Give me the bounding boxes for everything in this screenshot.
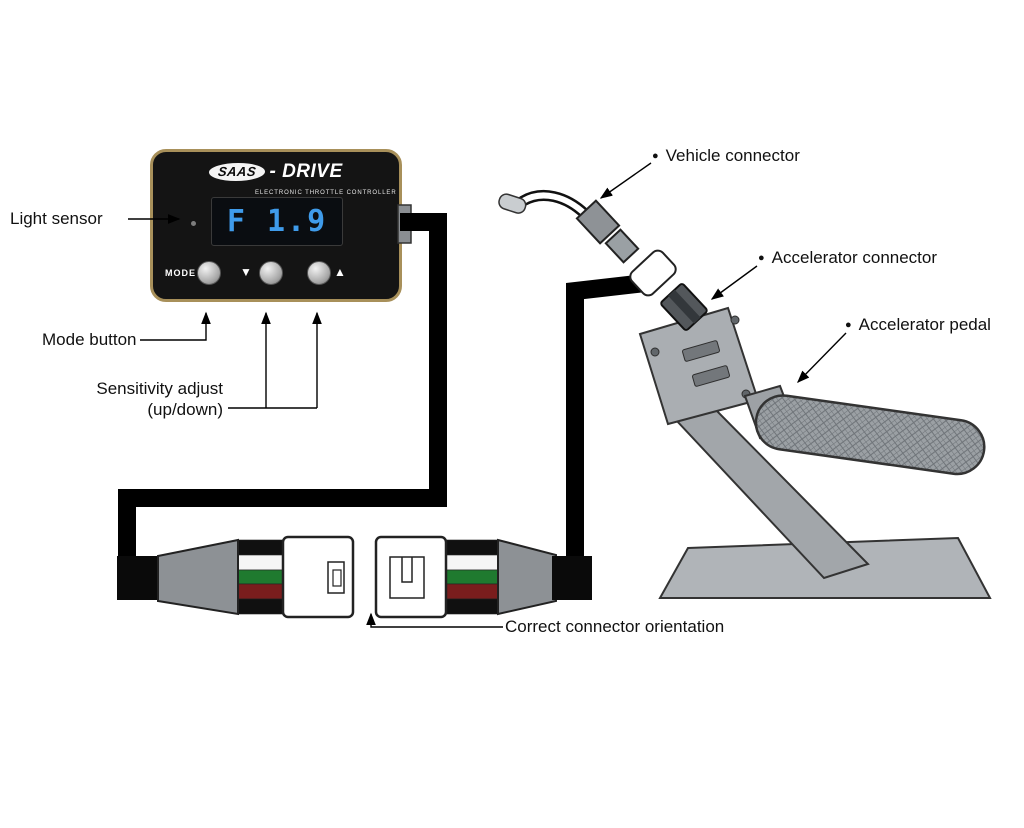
accelerator-pedal-text: Accelerator pedal (858, 315, 991, 334)
harness-plug (629, 249, 677, 297)
wire-stripe (443, 554, 501, 571)
pad-link (743, 384, 798, 440)
sensitivity-line2: (up/down) (147, 400, 223, 419)
bracket-slot (682, 340, 720, 362)
right-connector-key-slot (401, 557, 413, 583)
pedal-bracket (638, 306, 760, 426)
bullet-icon: ● (652, 150, 659, 162)
correct-orientation-label: Correct connector orientation (505, 617, 725, 636)
accelerator-pedal-arrow (797, 332, 847, 384)
up-arrow-glyph: ▲ (334, 265, 346, 279)
left-connector-latch (327, 561, 345, 594)
vehicle-connector-collar (604, 228, 640, 264)
left-wire-stripes (235, 539, 287, 615)
right-wire-boot (497, 538, 557, 616)
drive-logo-text: - DRIVE (269, 161, 343, 182)
sensitivity-up-button (307, 261, 331, 285)
wire-stripe (235, 539, 287, 556)
bracket-details (650, 315, 751, 399)
pedal-base (658, 536, 992, 599)
left-connector-assembly (117, 535, 355, 619)
wire-stripe (235, 569, 287, 585)
wire-stripe (235, 598, 287, 615)
wire-stripe (443, 598, 501, 615)
left-wire-boot (157, 538, 239, 616)
left-cable-end (117, 556, 158, 600)
mode-button-label: Mode button (42, 330, 137, 349)
accelerator-connector-text: Accelerator connector (771, 248, 938, 267)
vehicle-connector-text: Vehicle connector (665, 146, 800, 165)
pedal-assembly (638, 306, 992, 599)
mode-button (197, 261, 221, 285)
pedal-arm (674, 406, 870, 580)
sensitivity-down-button (259, 261, 283, 285)
right-connector-housing (374, 535, 448, 619)
device-subtitle: ELECTRONIC THROTTLE CONTROLLER (255, 190, 397, 196)
vehicle-connector-arrow (599, 162, 652, 199)
vehicle-connector-chain (498, 189, 708, 331)
device-logo: SAAS- DRIVE (153, 161, 399, 183)
right-connector-assembly (374, 535, 592, 619)
wire-stripe (443, 539, 501, 556)
pedal-pad (754, 394, 986, 476)
wire-stripe (235, 554, 287, 571)
vehicle-connector (575, 199, 621, 245)
bracket-screw (730, 315, 740, 325)
orientation-arrow (366, 612, 503, 628)
left-connector-latch-slot (332, 569, 342, 587)
right-connector-keyway (389, 556, 425, 599)
accelerator-connector-band (668, 289, 701, 324)
vehicle-wire-outline (517, 189, 591, 220)
wire-stripe (443, 569, 501, 585)
sensitivity-label: Sensitivity adjust (up/down) (65, 378, 223, 420)
throttle-controller-device: SAAS- DRIVE ELECTRONIC THROTTLE CONTROLL… (150, 149, 402, 302)
accelerator-connector-label: ● Accelerator connector (758, 248, 937, 268)
wire-stripe (443, 583, 501, 600)
light-sensor-label: Light sensor (10, 209, 103, 228)
accelerator-connector-arrow (710, 265, 758, 300)
bracket-screw (650, 347, 660, 357)
accelerator-connector (660, 283, 708, 331)
right-wire-stripes (443, 539, 501, 615)
bracket-slot (692, 365, 730, 387)
bullet-icon: ● (845, 319, 852, 331)
mode-button-arrow (140, 311, 211, 341)
saas-logo: SAAS (208, 163, 267, 181)
left-connector-housing (281, 535, 355, 619)
light-sensor (191, 221, 196, 226)
pedal-cable (566, 274, 647, 560)
display-value: F 1.9 (226, 204, 328, 239)
down-arrow-glyph: ▼ (240, 265, 252, 279)
bracket-screw (741, 389, 751, 399)
sensitivity-line1: Sensitivity adjust (96, 379, 223, 398)
wire-stripe (235, 583, 287, 600)
wire-tip (498, 193, 527, 214)
vehicle-wire (520, 192, 588, 217)
accelerator-pedal-label: ● Accelerator pedal (845, 315, 991, 335)
vehicle-connector-label: ● Vehicle connector (652, 146, 800, 166)
mode-label: MODE (165, 268, 196, 278)
bullet-icon: ● (758, 252, 765, 264)
right-cable-end (552, 556, 592, 600)
lcd-display: F 1.9 (211, 197, 343, 246)
